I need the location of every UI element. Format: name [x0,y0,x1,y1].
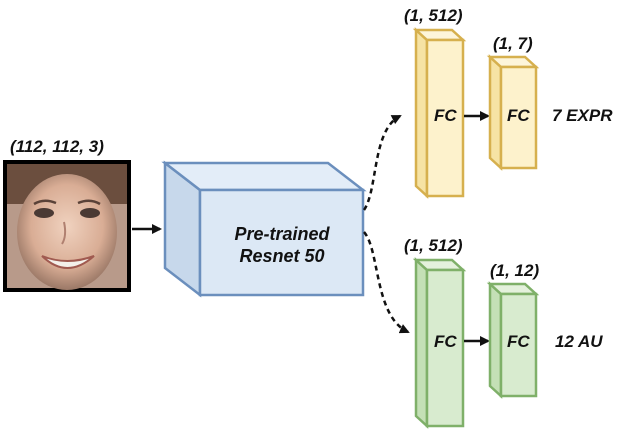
expr-fc2-shape-label: (1, 7) [493,34,533,53]
arrow-backbone-to-expr [362,114,402,211]
au-fc1-shape-label: (1, 512) [404,236,463,255]
expr-output-label: 7 EXPR [552,106,613,125]
au-fc2-label: FC [507,332,530,351]
au-fc2-shape-label: (1, 12) [490,261,540,280]
au-output-label: 12 AU [555,332,603,351]
smile [41,255,95,269]
left-eye [34,208,54,218]
expr-fc1-block [412,27,467,199]
right-eye [80,208,100,218]
arrow-backbone-to-au [363,231,410,334]
backbone-label-line2: Resnet 50 [239,246,325,266]
expr-fc1-shape-label: (1, 512) [404,6,463,25]
expr-fc1-label: FC [434,106,457,125]
backbone-block [161,160,367,298]
expr-fc2-block [486,54,540,171]
au-fc1-label: FC [434,332,457,351]
backbone-label-line1: Pre-trained [234,224,330,244]
au-fc2-block [486,281,540,399]
au-fc1-block [412,257,467,429]
input-shape-label: (112, 112, 3) [10,137,104,156]
input-face-image [3,160,131,292]
expr-fc2-label: FC [507,106,530,125]
face [17,174,117,290]
